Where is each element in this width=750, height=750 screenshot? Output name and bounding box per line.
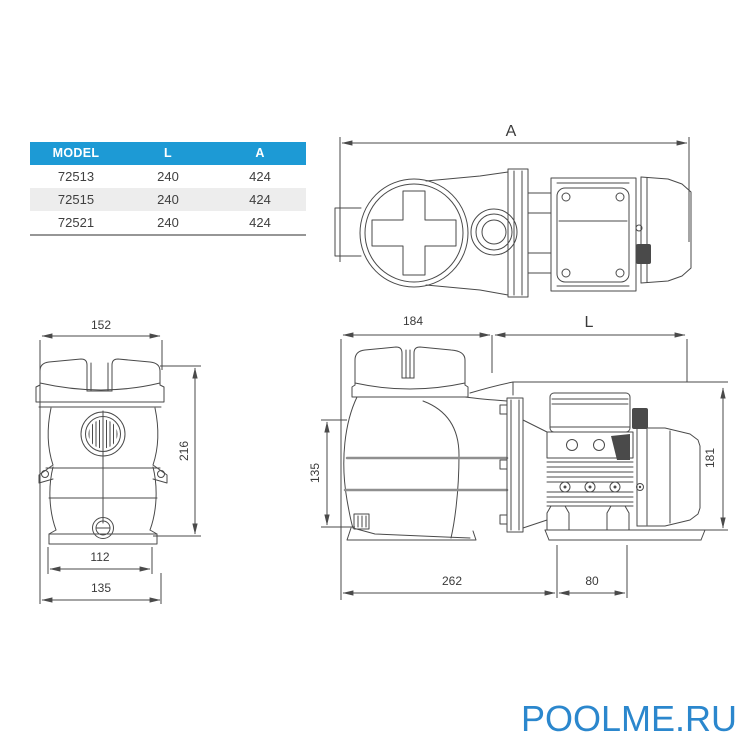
dimension-base-length-262: 262 <box>342 545 558 598</box>
dim-label-135: 135 <box>91 581 111 595</box>
dim-label-l: L <box>585 314 594 331</box>
dim-label-135: 135 <box>308 463 322 483</box>
cell-l: 240 <box>157 215 179 230</box>
cell-model: 72515 <box>57 192 95 207</box>
spec-table: MODEL L A 72513 240 424 72515 240 424 72… <box>30 142 306 236</box>
dim-label-a: A <box>506 123 517 140</box>
cell-l: 240 <box>157 169 179 184</box>
cell-a: 424 <box>249 192 271 207</box>
cell-l: 240 <box>157 192 179 207</box>
dimension-motor-length-L: L <box>494 314 688 382</box>
dim-label-112: 112 <box>90 550 109 564</box>
cell-model: 72521 <box>57 215 95 230</box>
dim-label-181: 181 <box>703 448 717 468</box>
cell-a: 424 <box>249 215 271 230</box>
cable-gland-top-view <box>636 244 651 264</box>
table-row: 72515 240 424 <box>30 188 306 211</box>
dim-label-152: 152 <box>91 318 111 332</box>
dim-label-262: 262 <box>442 574 462 588</box>
dim-label-184: 184 <box>403 314 423 328</box>
dimension-tank-length-184: 184 <box>340 314 493 600</box>
pump-side-view-drawing: 184 L 135 181 262 80 <box>308 314 728 600</box>
dimension-bolt-spacing-112: 112 <box>47 547 153 574</box>
pump-top-outline <box>334 168 692 298</box>
dimension-width-152: 152 <box>39 318 163 604</box>
watermark-logo: POOLME.RU <box>521 698 738 739</box>
dimension-foot-span-80: 80 <box>558 545 628 598</box>
dimension-inlet-height-135: 135 <box>308 419 355 528</box>
dim-label-216: 216 <box>177 441 191 461</box>
table-header-row: MODEL L A <box>30 142 306 165</box>
cell-model: 72513 <box>57 169 95 184</box>
pump-side-outline <box>343 346 728 541</box>
cell-a: 424 <box>249 169 271 184</box>
table-row: 72513 240 424 <box>30 165 306 188</box>
dimension-height-216: 216 <box>153 365 201 537</box>
column-header-model: MODEL <box>52 146 100 160</box>
pump-front-outline <box>35 358 168 545</box>
pump-front-view-drawing: 152 216 112 135 <box>35 318 201 604</box>
dimension-base-width-135: 135 <box>41 573 162 604</box>
column-header-a: A <box>255 146 265 160</box>
cable-gland-side-view <box>632 408 648 429</box>
pump-top-view-drawing: A <box>334 123 692 298</box>
column-header-l: L <box>164 146 172 160</box>
dimension-body-height-181: 181 <box>640 387 728 531</box>
dimension-overall-length-A: A <box>339 123 690 262</box>
table-row: 72521 240 424 <box>30 211 306 234</box>
dim-label-80: 80 <box>585 574 599 588</box>
